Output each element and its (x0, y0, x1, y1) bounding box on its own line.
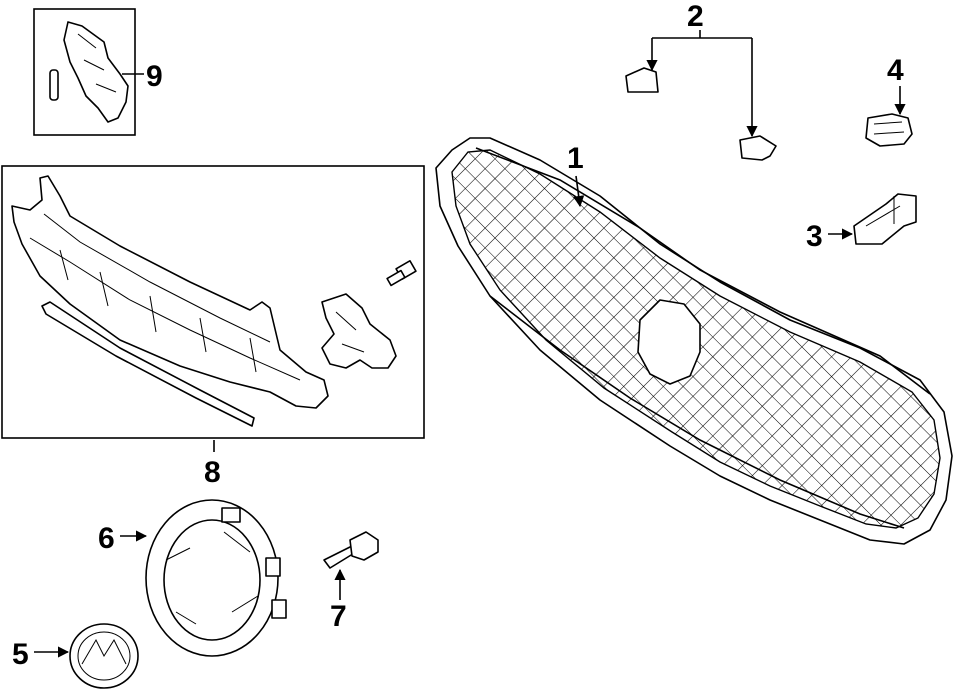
part-3-group: 3 (806, 193, 917, 253)
part-8-box (1, 165, 425, 439)
part-6-ring-inner (163, 519, 261, 641)
part-8-bracket (321, 293, 397, 369)
part-5-group: 5 (12, 623, 139, 689)
callout-6: 6 (98, 522, 115, 555)
part-9-clip (49, 69, 59, 101)
part-2-clip-lower (739, 135, 777, 161)
callout-8: 8 (204, 456, 221, 489)
part-1-grille: 1 (435, 137, 953, 545)
part-8-group: 8 (1, 165, 425, 489)
part-6-group: 6 (98, 499, 287, 657)
part-2-group: 2 (625, 0, 777, 161)
part-9-box (33, 8, 136, 136)
callout-9: 9 (146, 60, 163, 93)
part-3-retainer (853, 193, 917, 245)
part-9-group: 9 (33, 8, 163, 136)
callout-7: 7 (330, 600, 347, 633)
part-8-strip (41, 301, 255, 427)
part-2-clip-upper (625, 67, 659, 93)
callout-2: 2 (687, 0, 704, 33)
part-4-group: 4 (865, 54, 913, 147)
callout-1: 1 (567, 142, 584, 175)
callout-5: 5 (12, 638, 29, 671)
callout-3: 3 (806, 220, 823, 253)
part-4-clip (865, 113, 913, 147)
callout-4: 4 (887, 54, 904, 87)
part-8-bolt (386, 260, 417, 287)
part-7-group: 7 (323, 531, 379, 633)
part-9-bracket (63, 21, 129, 123)
part-1-emblem-opening (637, 299, 701, 385)
